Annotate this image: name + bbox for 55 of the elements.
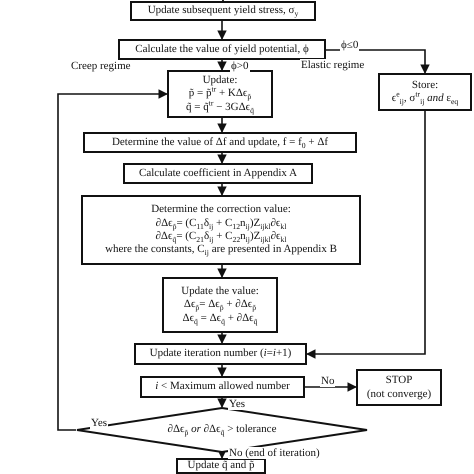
arrow [306,111,426,359]
arrow [217,184,227,196]
arrow [217,21,227,40]
node-text: (not converge) [366,388,432,401]
process-box [83,132,357,153]
node-text: Δϵ$_{p̃}$= Δϵ$_{p̃}$ + ∂Δϵ$_{p̃}$ [184,298,256,312]
edge-label: ϕ>0 [230,60,250,72]
arrow [217,265,227,278]
arrow [217,333,227,344]
node-text: Update subsequent yield stress, σ$_{y}$ [148,4,298,18]
node-text: Δϵ$_{q̃}$ = Δϵ$_{q̃}$ + ∂Δϵ$_{q̃}$ [182,312,258,326]
annotation-text: Elastic regime [300,59,366,72]
arrow [217,365,227,377]
annotation-text: Creep regime [70,60,132,72]
node-text: Calculate coefficient in Appendix A [138,166,298,180]
node-text: Update iteration number (i=i+1) [150,347,292,361]
process-box [130,1,316,21]
edge-label: ϕ≤0 [340,39,360,52]
process-box [167,70,273,118]
process-box [162,277,278,333]
node-text: Determine the correction value: [151,203,291,217]
node-text: Determine the value of Δf and update, f = f$_{0}$ + Δf [112,136,328,150]
process-box [134,343,307,365]
node-text: ∂Δϵ$_{q̃}$= (C$_{21}$δ$_{ij}$ + C$_{22}$n$_{ij}$)Z$_{ijkl}$∂ϵ$_{kl}$ [156,230,286,244]
edge-label: Yes [228,398,246,410]
node-text: Update the value: [181,284,259,298]
edge-label: No (end of iteration) [228,447,321,460]
node-text: ϵ$^{e}$$_{ij}$, σ$^{tr}$$_{ij}$ and ε$_{eq}$ [392,92,458,106]
arrow [57,89,168,431]
process-box [81,195,361,265]
node-text: q̃ = q̃$^{tr}$ − 3GΔϵ$_{q̃}$ [186,100,254,114]
process-box [176,458,266,474]
node-text: ∂Δϵ$_{p̃}$= (C$_{11}$δ$_{ij}$ + C$_{12}$n$_{ij}$)Z$_{ijkl}$∂ϵ$_{kl}$ [156,216,286,230]
node-text: ∂Δϵ$_{p̃}$ or ∂Δϵ$_{q̃}$ > tolerance [168,423,276,437]
node-text: Calculate the value of yield potential, ϕ [135,42,309,56]
edge-label: No [320,375,336,388]
node-text: i < Maximum allowed number [155,380,290,394]
process-box [140,376,305,398]
edge-label: Yes [90,417,108,430]
arrow [217,153,227,164]
arrow [326,49,430,74]
node-text: Update q̃ and p̃ [188,459,254,473]
arrow [217,398,227,408]
arrow [217,118,227,133]
process-box [356,369,442,406]
process-box [123,163,313,184]
process-box [378,73,472,111]
process-box [118,39,326,60]
node-text: where the constants, C$_{ij}$ are presented in Appendix B [105,243,337,257]
arrow [305,382,357,392]
node-text: Update: [202,74,238,87]
arrow [217,60,227,71]
node-text: p̃ = p̃$^{tr}$ + KΔϵ$_{p̃}$ [188,87,252,101]
node-text: STOP [386,374,412,388]
node-text: Store: [412,78,438,92]
